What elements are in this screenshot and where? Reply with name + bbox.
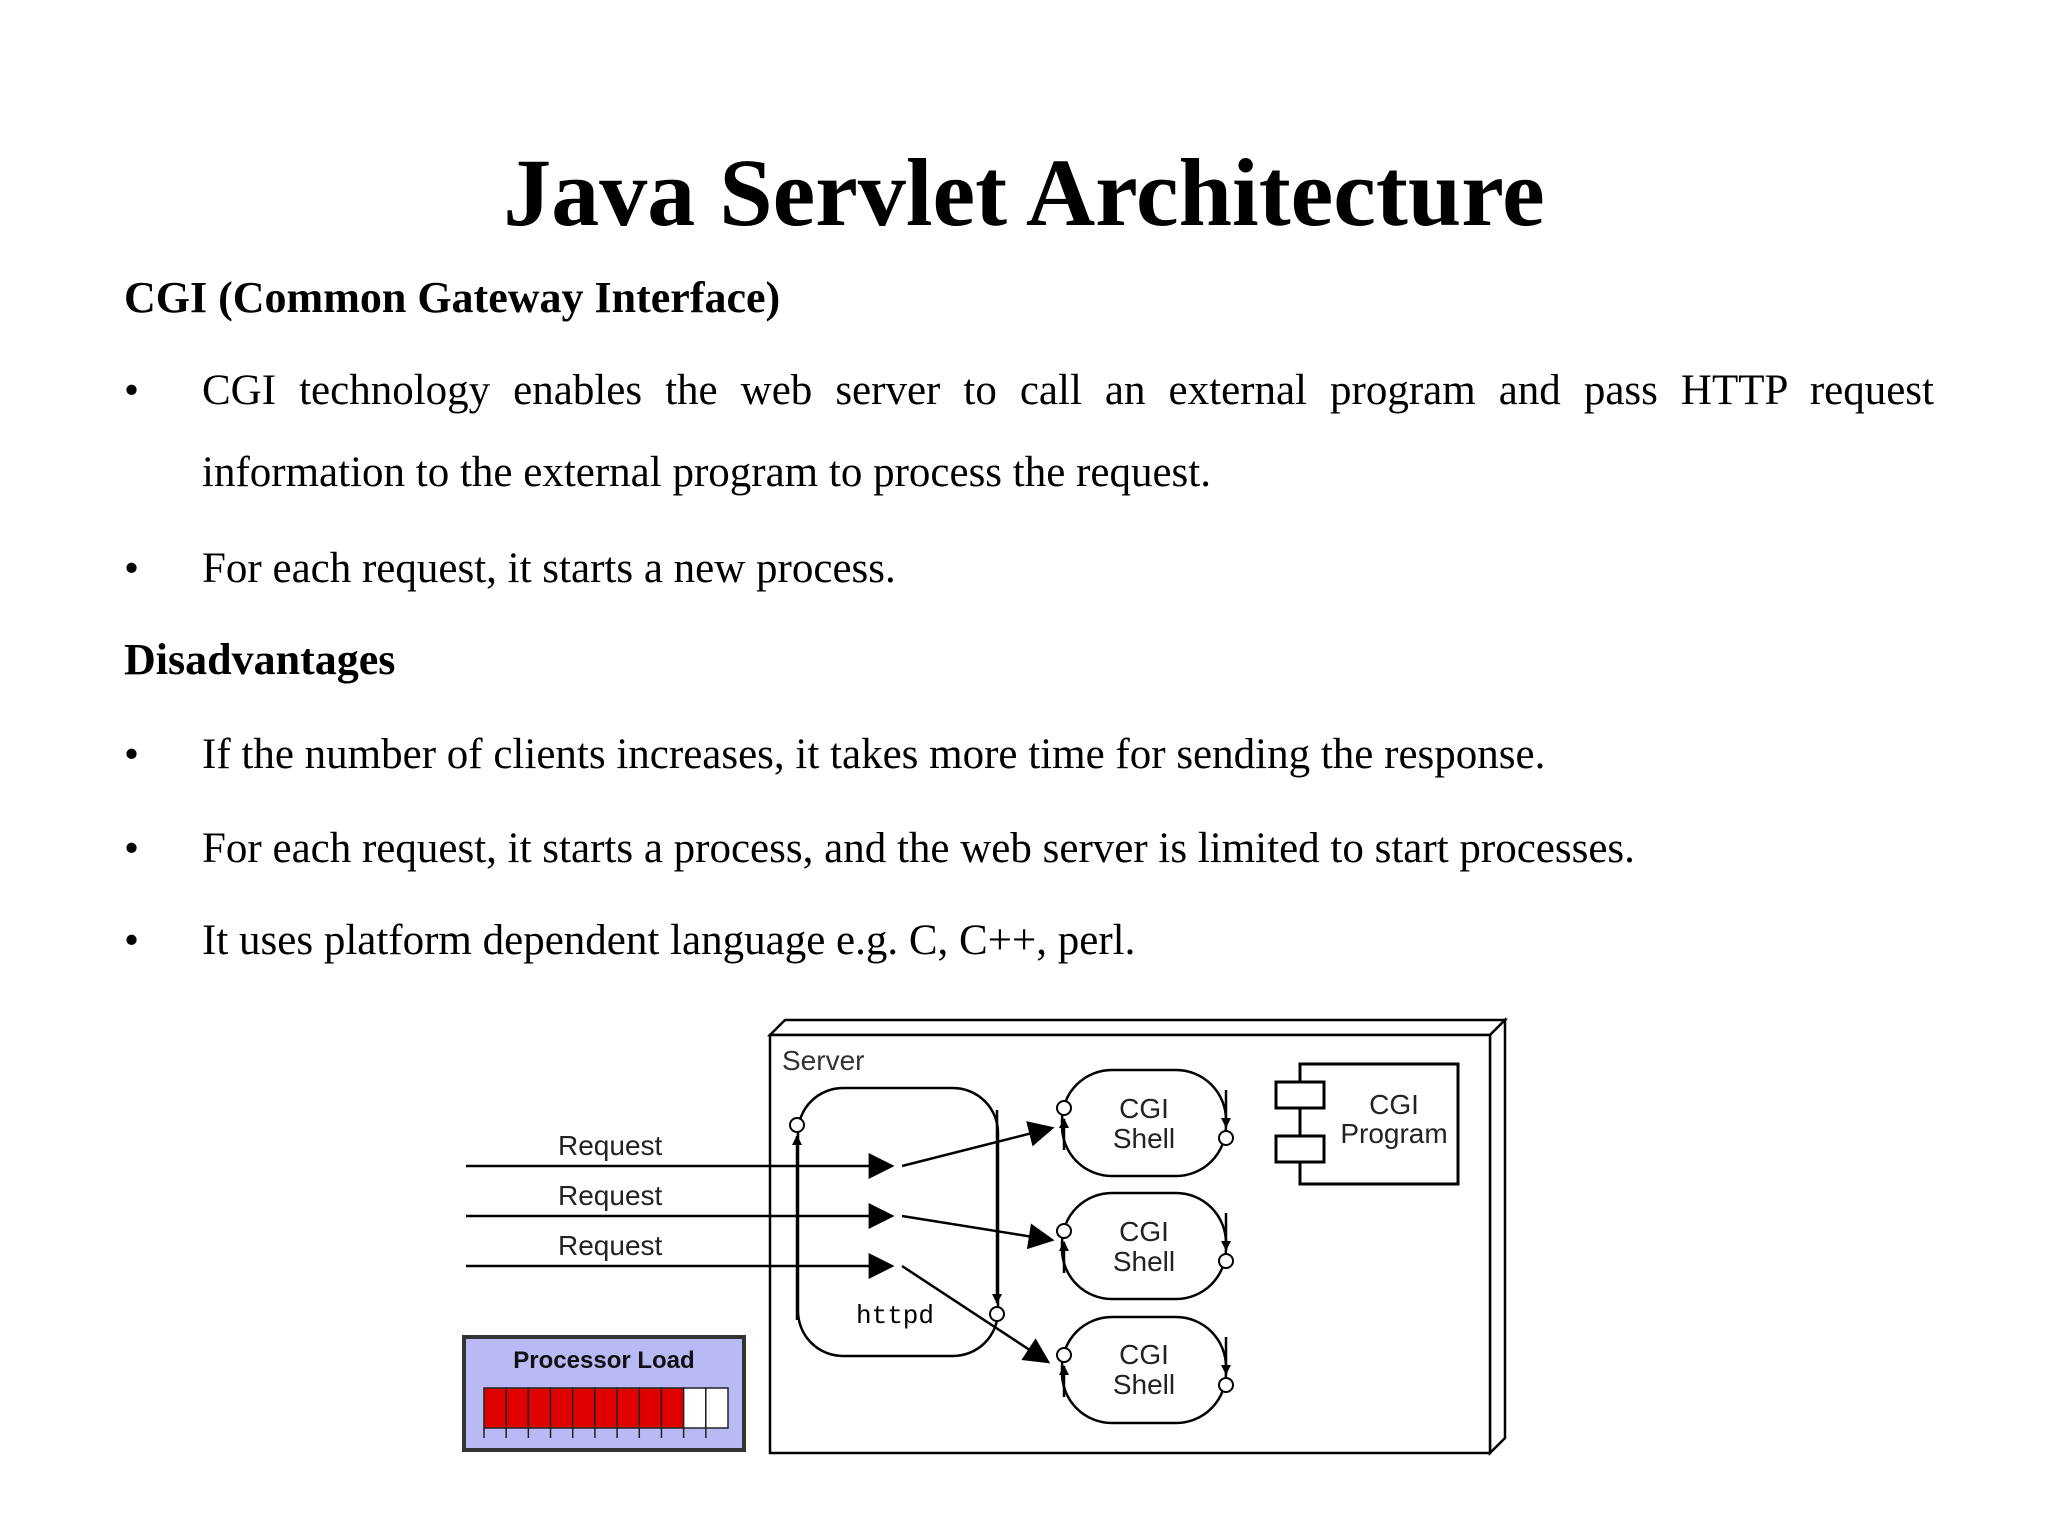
cgi-shell-1 — [1056, 1068, 1234, 1178]
cgi-shell-3-line2: Shell — [1113, 1369, 1175, 1400]
disadvantages-heading: Disadvantages — [124, 635, 396, 684]
request-label-1: Request — [558, 1130, 663, 1161]
load-segment-filled — [483, 1387, 507, 1429]
disadvantage-bullet-1-text: If the number of clients increases, it t… — [202, 731, 1546, 778]
cgi-program-component — [1274, 1062, 1460, 1186]
load-segment-filled — [594, 1387, 618, 1429]
load-segment-filled — [660, 1387, 685, 1429]
page-title: Java Servlet Architecture — [503, 139, 1545, 246]
disadvantage-bullet-2: • For each request, it starts a process,… — [124, 808, 1934, 890]
dispatch-arrow-3 — [901, 1264, 1051, 1364]
load-segment-filled — [505, 1387, 530, 1429]
cgi-bullet-2-text: For each request, it starts a new proces… — [202, 545, 896, 592]
bullet-dot: • — [124, 917, 140, 964]
cgi-bullet-1: • CGI technology enables the web server … — [124, 350, 1934, 514]
processor-load-panel — [462, 1335, 746, 1452]
bullet-dot: • — [124, 825, 140, 872]
cgi-shell-3 — [1056, 1315, 1234, 1425]
dispatch-arrow-1 — [901, 1121, 1055, 1168]
load-segment-filled — [549, 1387, 574, 1429]
httpd-port-right — [989, 1306, 1005, 1322]
load-segment-filled — [616, 1387, 641, 1429]
httpd-label: httpd — [856, 1301, 934, 1331]
request-label-2: Request — [558, 1180, 663, 1211]
processor-load-bar — [483, 1387, 729, 1438]
disadvantage-bullet-1: • If the number of clients increases, it… — [124, 714, 1934, 796]
load-segment-filled — [527, 1387, 552, 1429]
load-segment-empty — [705, 1387, 729, 1429]
disadvantage-bullet-3: • It uses platform dependent language e.… — [124, 900, 1934, 982]
cgi-shell-2 — [1056, 1191, 1234, 1301]
dispatch-arrow-2 — [901, 1214, 1055, 1250]
load-segment-filled — [571, 1387, 596, 1429]
cgi-shell-1-line2: Shell — [1113, 1123, 1175, 1154]
disadvantage-bullet-3-text: It uses platform dependent language e.g.… — [202, 917, 1136, 964]
cgi-bullet-1-text: CGI technology enables the web server to… — [202, 367, 1934, 496]
httpd-port-left — [789, 1117, 805, 1133]
bullet-dot: • — [124, 731, 140, 778]
cgi-program-line1: CGI — [1369, 1089, 1419, 1120]
cgi-bullet-2: • For each request, it starts a new proc… — [124, 528, 1934, 610]
cgi-shell-1-line1: CGI — [1119, 1093, 1169, 1124]
request-label-3: Request — [558, 1230, 663, 1261]
disadvantage-bullet-2-text: For each request, it starts a process, a… — [202, 825, 1635, 872]
cgi-shell-3-line1: CGI — [1119, 1339, 1169, 1370]
server-label: Server — [782, 1045, 864, 1076]
cgi-shell-2-line1: CGI — [1119, 1216, 1169, 1247]
cgi-program-line2: Program — [1340, 1118, 1447, 1149]
load-segment-filled — [638, 1387, 663, 1429]
cgi-architecture-diagram: Server httpd Request Request Request CGI… — [462, 1016, 1509, 1457]
load-segment-empty — [682, 1387, 707, 1429]
bullet-dot: • — [124, 545, 140, 592]
bullet-dot: • — [124, 367, 140, 414]
cgi-heading: CGI (Common Gateway Interface) — [124, 273, 781, 322]
cgi-shell-2-line2: Shell — [1113, 1246, 1175, 1277]
processor-load-label: Processor Load — [513, 1347, 694, 1374]
